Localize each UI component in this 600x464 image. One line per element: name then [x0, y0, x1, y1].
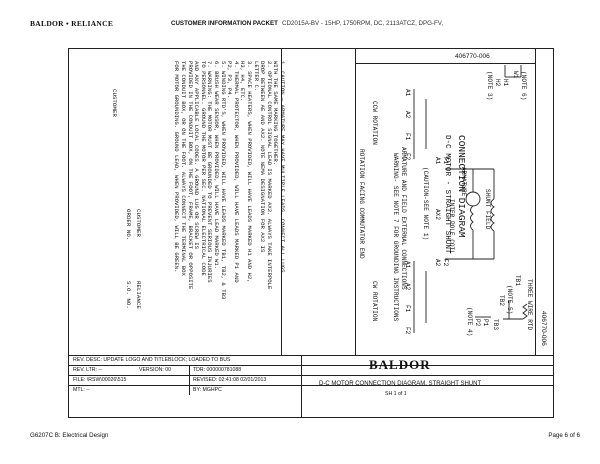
revised-date: REVISED: 02:41:08 02/01/2013	[193, 377, 267, 383]
mtl: MTL: --	[73, 387, 90, 393]
drawing-number: 406770-006	[455, 53, 490, 60]
rev-ltr: REV. LTR: --	[73, 367, 102, 373]
brand-logo: BALDOR • RELIANCE	[30, 19, 114, 28]
footer-left: G6207C B: Electrical Design	[30, 432, 109, 439]
packet-title: CUSTOMER INFORMATION PACKET	[171, 20, 278, 27]
version: VERSION: 00	[139, 367, 172, 373]
title-block-line	[69, 365, 553, 366]
title-block-divider	[301, 355, 302, 417]
sheet-number: SH 1 of 1	[385, 391, 407, 397]
title-block-divider	[189, 365, 190, 395]
by-label: BY: MGHPC	[193, 387, 222, 393]
schematic-lines	[413, 65, 528, 333]
packet-header: BALDOR • RELIANCE CUSTOMER INFORMATION P…	[30, 18, 580, 32]
drawing-sheet: 406770-006 406770-006 1. CAUTION — ARMAT…	[68, 48, 554, 418]
motor-info: CD2015A-BV - 15HP, 1750RPM, DC, 2113ATCZ…	[282, 20, 444, 27]
title-block-line	[69, 385, 553, 386]
file-path: FILE: \RSW\00026\515	[73, 377, 127, 383]
divider	[535, 49, 536, 355]
title-block-top	[69, 355, 553, 356]
tdr-number: TDR: 000000781088	[193, 367, 242, 373]
drawing-description: D-C MOTOR CONNECTION DIAGRAM, STRAIGHT S…	[319, 381, 482, 387]
baldor-logo: BALDOR	[369, 357, 431, 372]
title-block-line	[69, 375, 553, 376]
divider	[355, 49, 356, 355]
drawing-number-box: 406770-006	[355, 49, 535, 64]
rev-desc: REV. DESC: UPDATE LOGO AND TITLEBLOCK; L…	[73, 357, 231, 363]
footer-right: Page 6 of 6	[548, 432, 580, 439]
divider	[281, 49, 282, 355]
